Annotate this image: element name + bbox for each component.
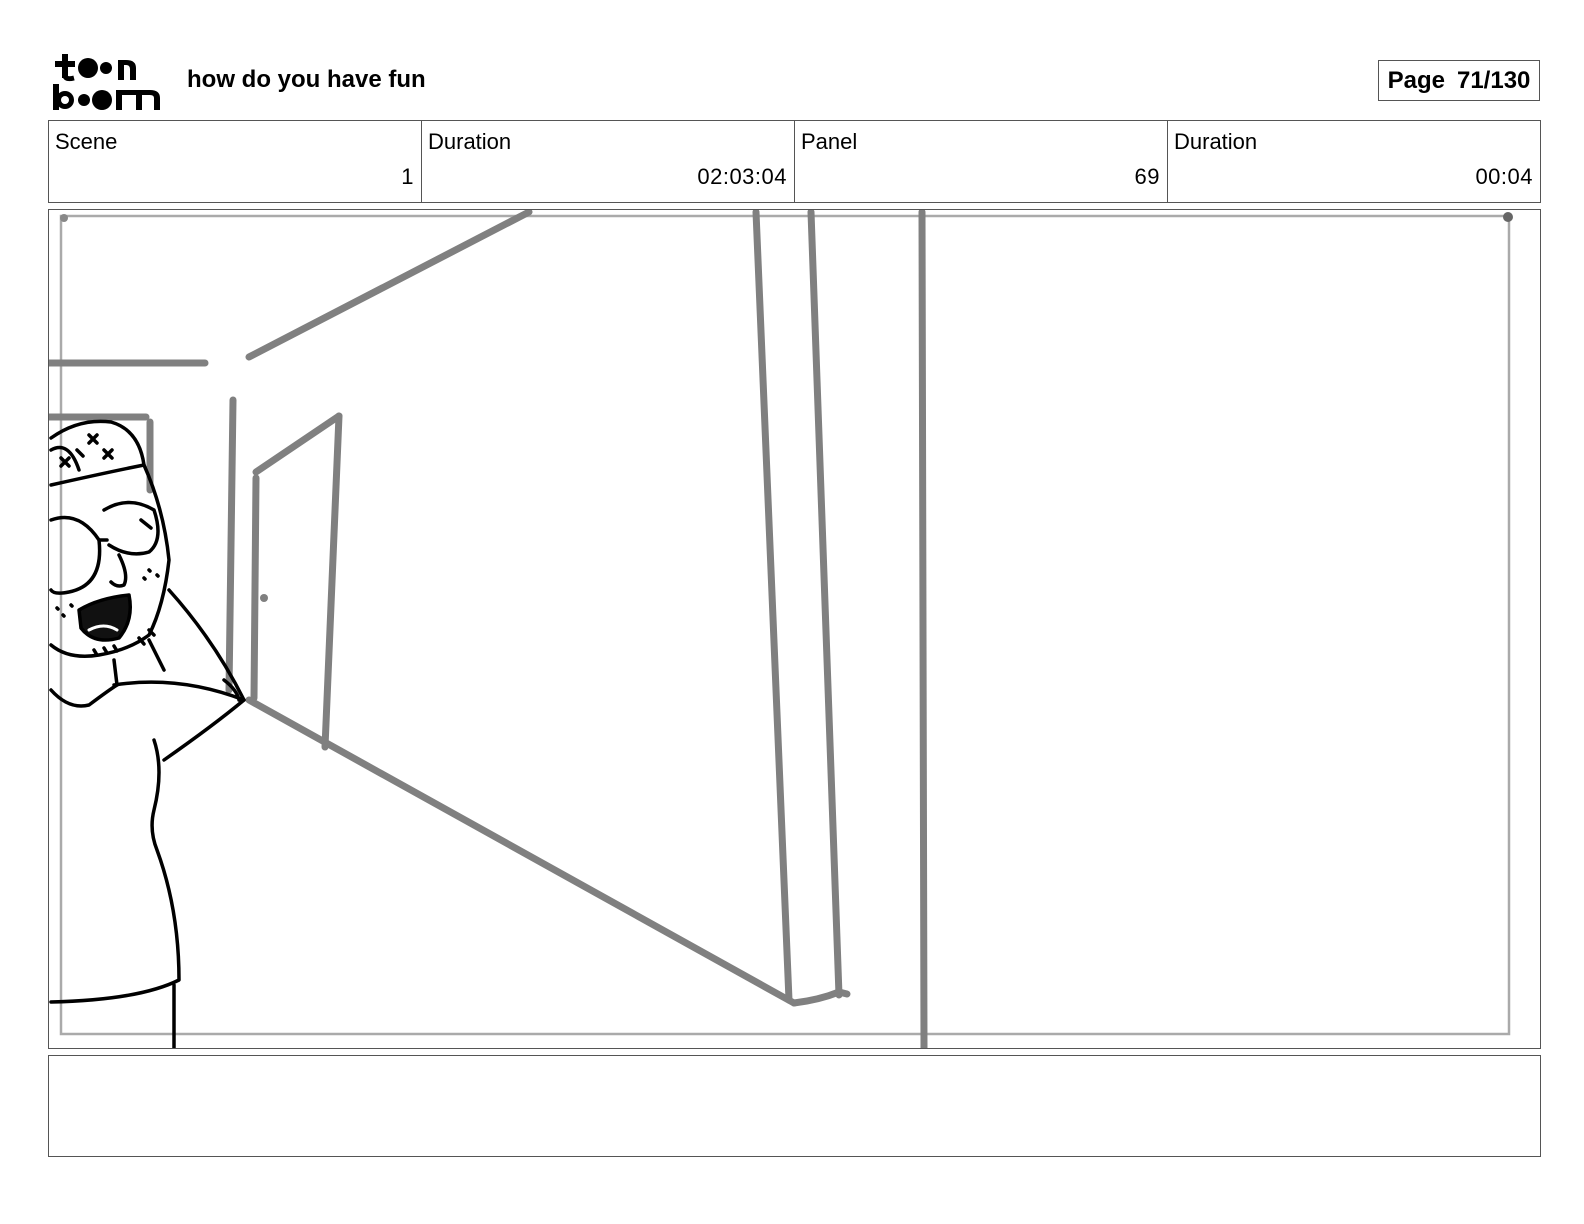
scene-label: Scene [55, 129, 118, 154]
notes-box[interactable] [48, 1055, 1541, 1157]
scene-duration-label: Duration [428, 129, 512, 154]
page-number: 71/130 [1456, 66, 1531, 94]
camera-frame [59, 214, 1511, 1036]
panel-label: Panel [801, 129, 858, 154]
background-sketch [49, 210, 928, 1048]
panel-value: 69 [1134, 164, 1160, 189]
panel-sketch [49, 210, 1513, 1048]
panel-duration-value: 00:04 [1475, 164, 1533, 189]
page-label: Page [1387, 66, 1445, 94]
page-indicator: Page 71/130 [1378, 60, 1540, 101]
storyboard-panel [48, 209, 1541, 1049]
scene-duration-cell: Duration 02:03:04 [422, 121, 795, 202]
toon-boom-logo [50, 50, 165, 112]
frame-corner-dot [60, 214, 68, 222]
panel-duration-cell: Duration 00:04 [1168, 121, 1540, 202]
character-sketch [49, 419, 246, 1048]
door-knob [260, 594, 268, 602]
scene-duration-value: 02:03:04 [697, 164, 787, 189]
scene-info-table: Scene 1 Duration 02:03:04 Panel 69 Durat… [48, 120, 1541, 203]
frame-corner-dot [1503, 212, 1513, 222]
panel-cell: Panel 69 [795, 121, 1168, 202]
panel-duration-label: Duration [1174, 129, 1258, 154]
scene-cell: Scene 1 [49, 121, 422, 202]
project-title: how do you have fun [187, 66, 426, 93]
scene-value: 1 [401, 164, 414, 189]
